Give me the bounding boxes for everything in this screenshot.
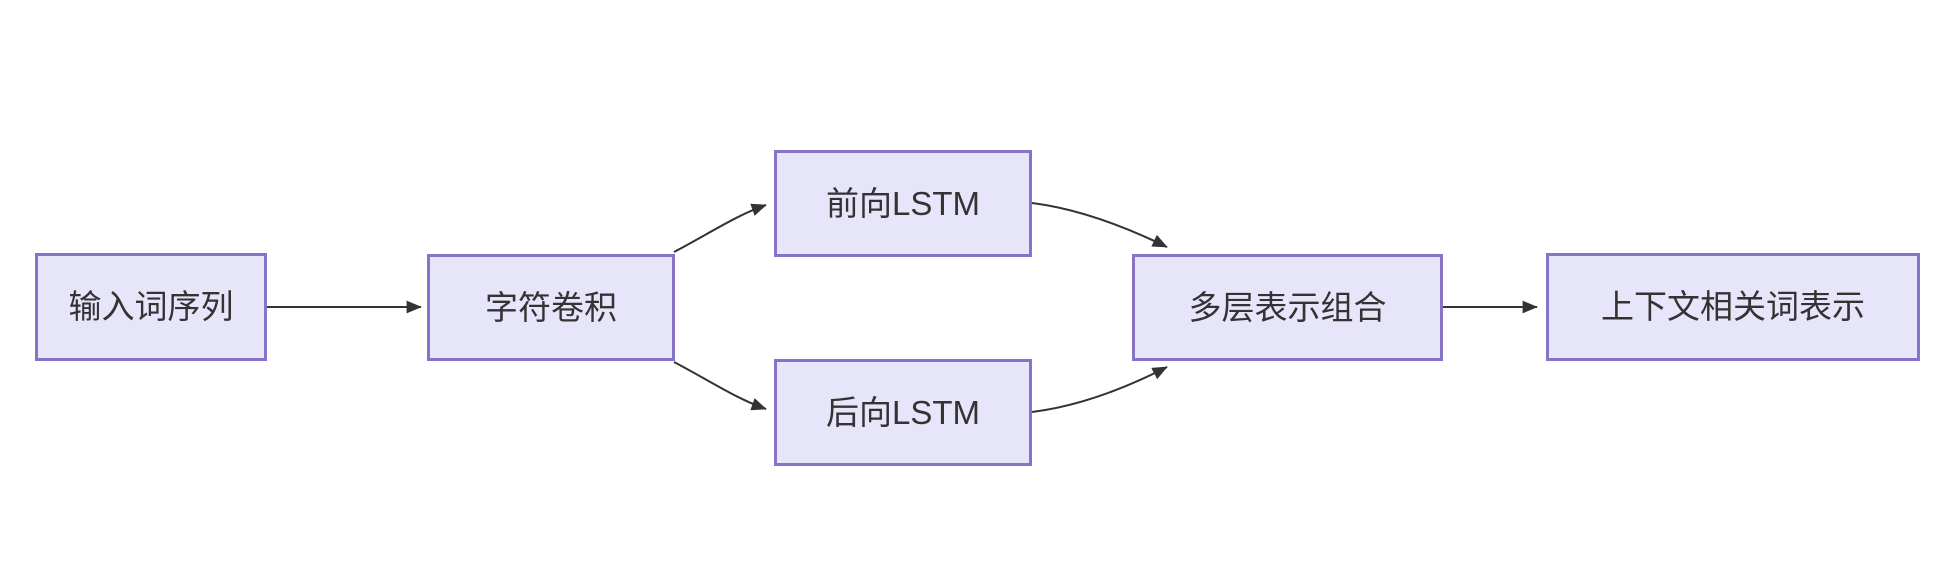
node-input-sequence: 输入词序列 bbox=[35, 253, 267, 361]
node-context-repr: 上下文相关词表示 bbox=[1546, 253, 1920, 361]
node-forward-lstm-label: 前向LSTM bbox=[825, 184, 980, 222]
edge-char-conv-to-forward-lstm bbox=[673, 203, 767, 253]
node-combine-layers-label: 多层表示组合 bbox=[1188, 288, 1387, 326]
edge-backward-lstm-to-combine bbox=[1031, 366, 1168, 413]
node-backward-lstm-label: 后向LSTM bbox=[825, 393, 980, 431]
edge-char-conv-to-backward-lstm bbox=[673, 361, 767, 411]
node-context-repr-label: 上下文相关词表示 bbox=[1601, 288, 1865, 326]
node-char-conv-label: 字符卷积 bbox=[485, 288, 617, 326]
node-input-sequence-label: 输入词序列 bbox=[68, 288, 234, 326]
node-backward-lstm: 后向LSTM bbox=[774, 359, 1032, 466]
node-forward-lstm: 前向LSTM bbox=[774, 150, 1032, 257]
edge-forward-lstm-to-combine bbox=[1031, 202, 1168, 248]
node-combine-layers: 多层表示组合 bbox=[1132, 254, 1443, 361]
node-char-conv: 字符卷积 bbox=[427, 254, 675, 361]
